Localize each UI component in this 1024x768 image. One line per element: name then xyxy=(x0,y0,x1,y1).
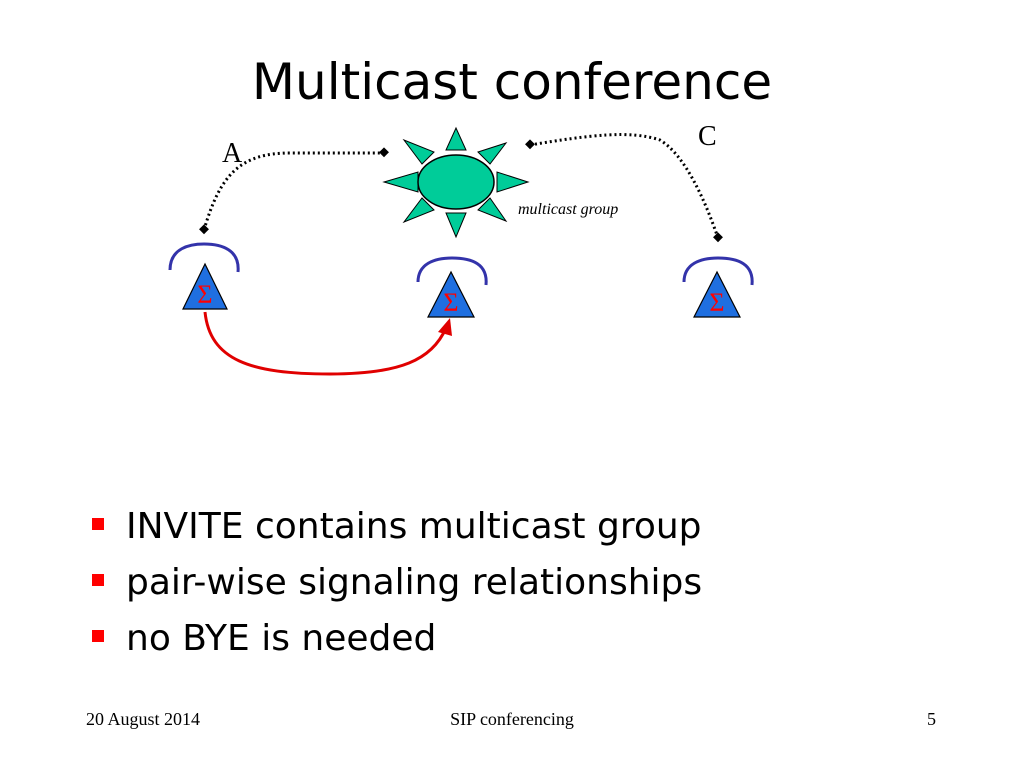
bullet-item: pair-wise signaling relationships xyxy=(90,556,702,612)
participant-label-c: C xyxy=(698,121,717,152)
bullet-square-icon xyxy=(92,630,104,642)
bullet-text: pair-wise signaling relationships xyxy=(126,562,703,603)
participant-triangle-icon xyxy=(693,270,741,318)
path-endpoint xyxy=(379,147,389,158)
invite-arrow xyxy=(203,311,448,376)
bullet-list: INVITE contains multicast group pair-wis… xyxy=(90,500,702,668)
footer-date: 20 August 2014 xyxy=(86,709,201,729)
bullet-text: INVITE contains multicast group xyxy=(126,506,702,547)
slide-title: Multicast conference xyxy=(251,53,773,111)
participant-symbol: Σ xyxy=(709,288,724,317)
participant-a: Σ xyxy=(168,242,240,310)
participant-symbol: Σ xyxy=(197,280,212,309)
path-endpoint xyxy=(525,139,535,150)
participant-b: Σ xyxy=(416,256,488,318)
bullet-item: no BYE is needed xyxy=(90,612,702,668)
participant-c: Σ xyxy=(682,256,754,318)
footer-title: SIP conferencing xyxy=(450,709,574,729)
signal-arc-icon xyxy=(416,256,488,286)
bullet-item: INVITE contains multicast group xyxy=(90,500,702,556)
signaling-path-a xyxy=(202,151,384,231)
footer-page-number: 5 xyxy=(927,709,936,729)
multicast-group-label: multicast group xyxy=(518,201,618,218)
signaling-path-c xyxy=(529,133,720,239)
multicast-sun-icon xyxy=(382,126,530,239)
participant-triangle-icon xyxy=(182,262,228,310)
bullet-square-icon xyxy=(92,518,104,530)
signal-arc-icon xyxy=(168,242,240,273)
multicast-diagram: multicast group A C Σ Σ Σ xyxy=(168,121,754,376)
bullet-square-icon xyxy=(92,574,104,586)
bullet-text: no BYE is needed xyxy=(126,618,437,659)
participant-label-a: A xyxy=(222,138,243,169)
path-endpoint xyxy=(199,224,209,235)
participant-symbol: Σ xyxy=(443,288,458,317)
participant-triangle-icon xyxy=(427,270,475,318)
signal-arc-icon xyxy=(682,256,754,286)
invite-arrowhead xyxy=(438,318,452,336)
path-endpoint xyxy=(713,232,723,243)
